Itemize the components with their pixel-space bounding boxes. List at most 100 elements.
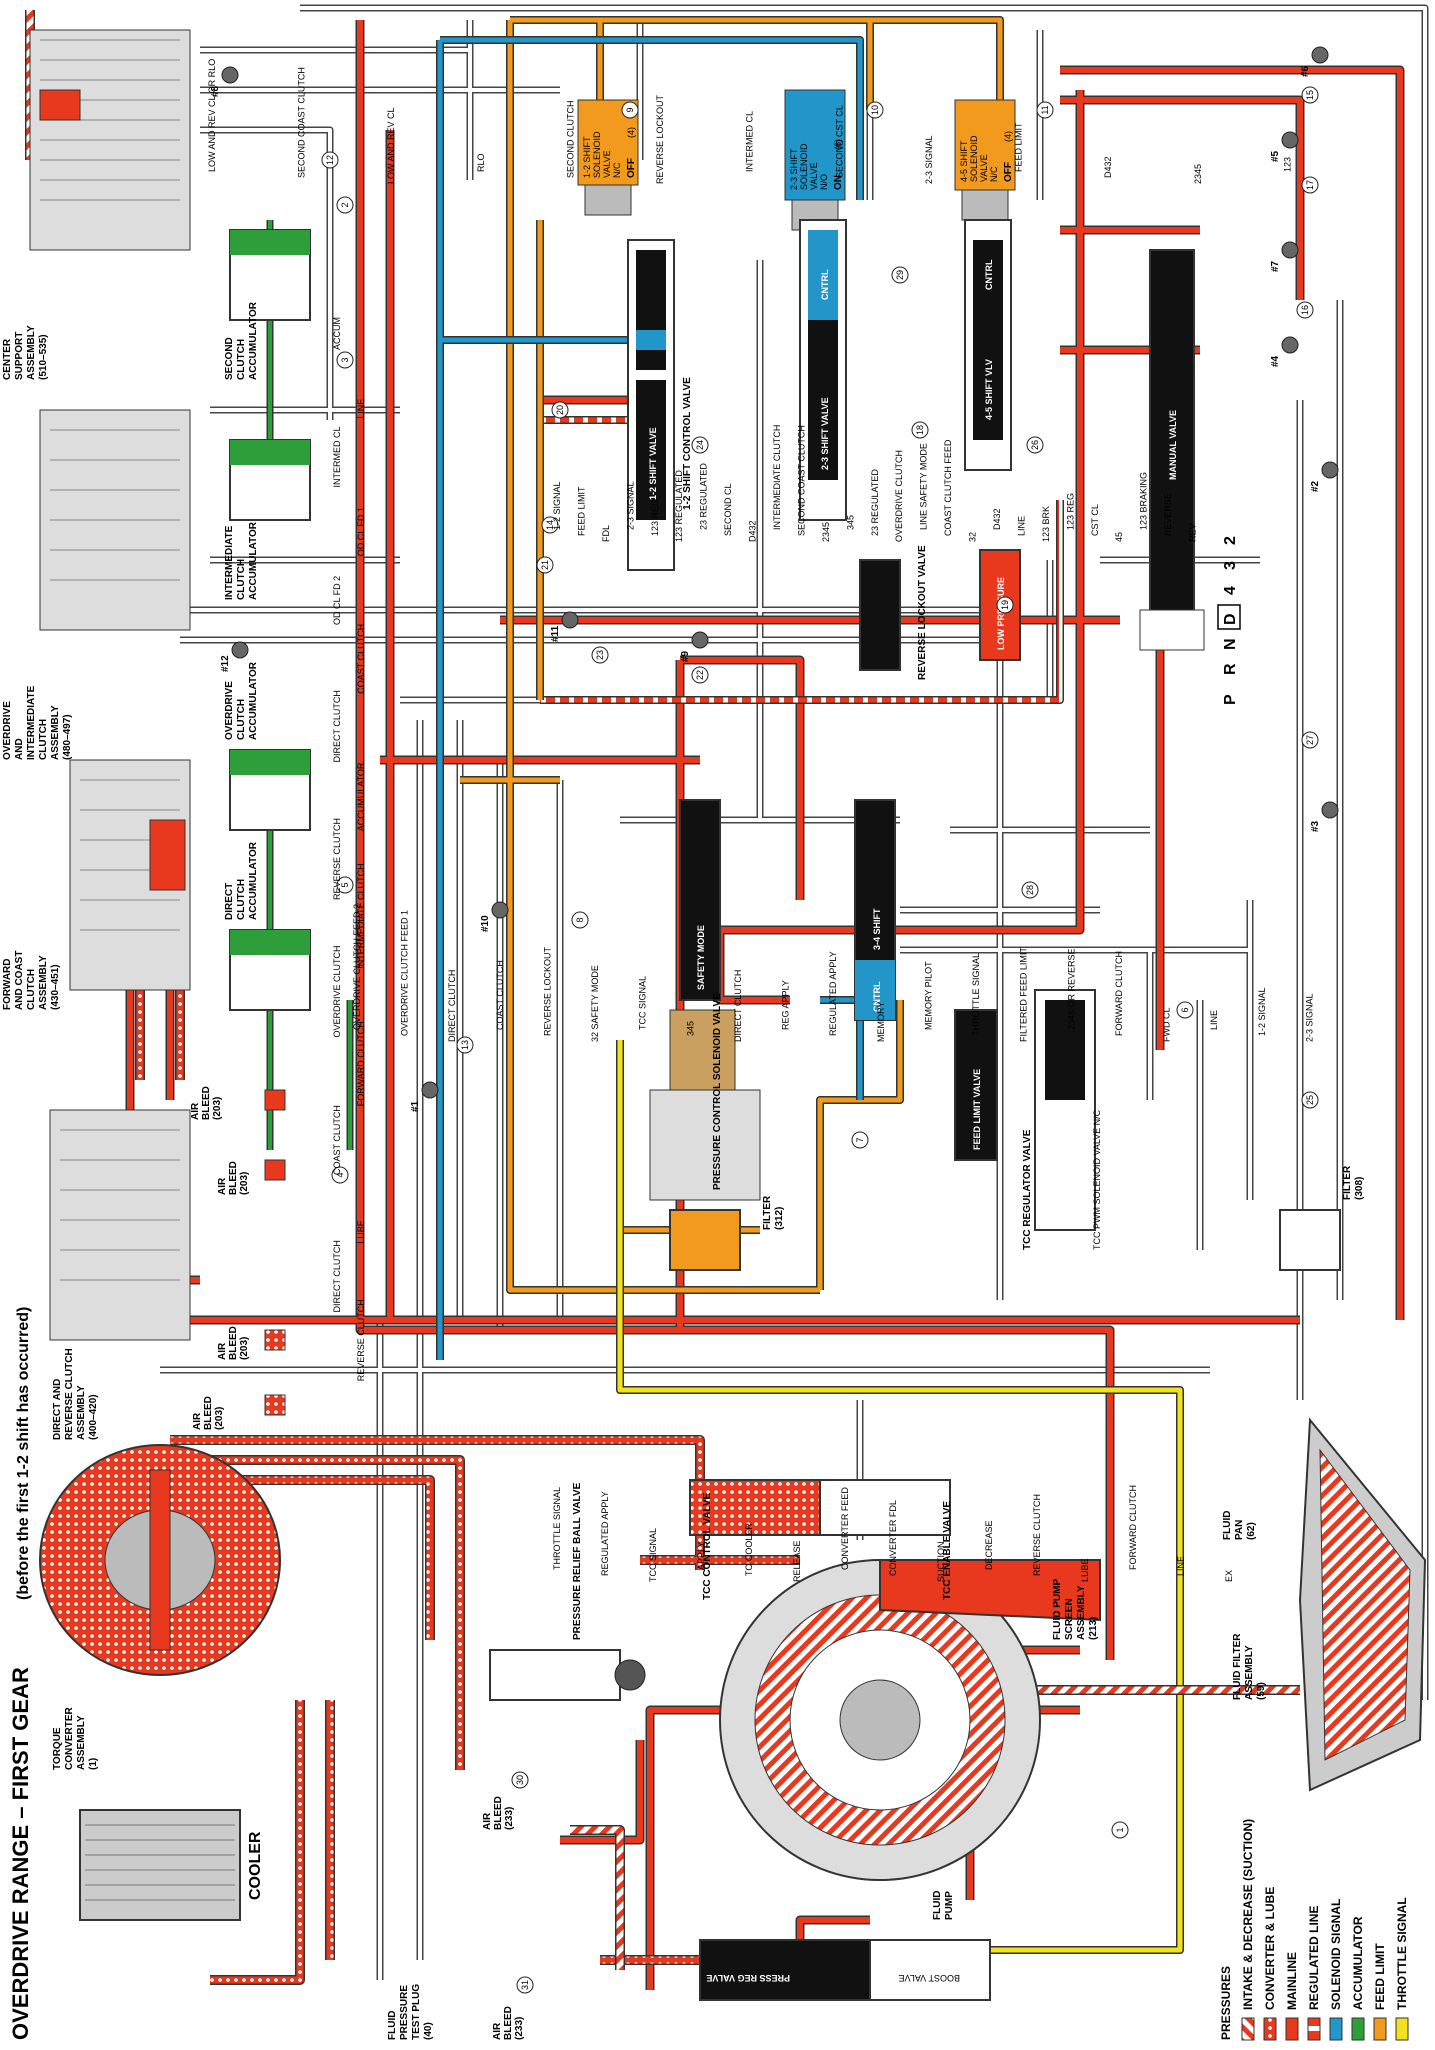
svg-text:FILTER: FILTER <box>762 1195 773 1230</box>
gear-4: 4 <box>1222 586 1239 595</box>
svg-text:AND: AND <box>14 738 25 760</box>
numbered-circle-label: 9 <box>625 107 635 112</box>
svg-text:CLUTCH: CLUTCH <box>26 969 37 1010</box>
passage-label: TO COOLER <box>744 1523 754 1576</box>
passage-label: CST CL <box>1090 504 1100 536</box>
passage-label: 2-3 SIGNAL <box>625 481 635 530</box>
svg-text:CLUTCH: CLUTCH <box>236 339 247 380</box>
passage-label: 2345 <box>1193 164 1203 184</box>
label-34-cntrl: CNTRL <box>872 981 882 1012</box>
numbered-circle <box>456 1036 474 1054</box>
label-low-pressure: LOW PRESSURE <box>996 577 1006 650</box>
svg-text:FLUID FILTER: FLUID FILTER <box>1232 1633 1243 1700</box>
legend-label: SOLENOID SIGNAL <box>1329 1899 1343 2010</box>
svg-text:ACCUMULATOR: ACCUMULATOR <box>248 661 259 740</box>
svg-text:AIR: AIR <box>492 2022 503 2040</box>
svg-text:1-2 SHIFT: 1-2 SHIFT <box>582 136 592 178</box>
diagram-title: OVERDRIVE RANGE – FIRST GEAR <box>8 1667 33 2040</box>
checkball <box>421 1081 439 1099</box>
svg-text:DIRECT: DIRECT <box>224 883 235 920</box>
passage-label: REGULATED APPLY <box>600 1491 610 1576</box>
svg-text:BLEED: BLEED <box>503 2006 514 2040</box>
numbered-circle-label: 17 <box>1305 180 1315 190</box>
passage-label: REVERSE CLUTCH <box>356 1299 366 1381</box>
legend-label: INTAKE & DECREASE (SUCTION) <box>1241 1819 1255 2010</box>
numbered-circle-label: 11 <box>1040 105 1050 114</box>
svg-text:PRESSURE: PRESSURE <box>399 1985 410 2040</box>
svg-text:(203): (203) <box>212 1097 223 1120</box>
gear-d-box <box>1217 604 1241 630</box>
feed-limit-valve-body <box>954 1009 998 1161</box>
legend-item: REGULATED LINE <box>1307 1906 1321 2041</box>
cooler-graphic <box>79 1809 241 1921</box>
svg-text:FLUID: FLUID <box>1222 1511 1233 1540</box>
numbered-circle <box>996 596 1014 614</box>
numbered-circle <box>691 436 709 454</box>
checkball-label: #7 <box>1270 260 1281 272</box>
svg-text:BLEED: BLEED <box>201 1086 212 1120</box>
checkball <box>1321 801 1339 819</box>
gear-selector: P R N D 4 3 2 <box>1217 536 1241 705</box>
svg-text:TORQUE: TORQUE <box>52 1727 63 1770</box>
svg-text:FORWARD: FORWARD <box>2 959 13 1010</box>
svg-text:N/O: N/O <box>819 174 829 190</box>
numbered-circle-label: 13 <box>460 1040 470 1050</box>
numbered-circle-label: 22 <box>695 670 705 680</box>
gear-3: 3 <box>1222 561 1239 570</box>
numbered-circle <box>331 1166 349 1184</box>
svg-text:FLUID: FLUID <box>387 2011 398 2040</box>
svg-text:(40): (40) <box>423 2022 434 2040</box>
numbered-circle <box>536 556 554 574</box>
numbered-circle <box>1026 436 1044 454</box>
passage-label: LUBE <box>356 1220 366 1244</box>
numbered-circle-label: 18 <box>915 425 925 435</box>
passage-label: SECOND COAST CLUTCH <box>796 425 806 536</box>
passage-label: COAST CLUTCH FEED <box>943 439 953 536</box>
svg-text:BLEED: BLEED <box>228 1161 239 1195</box>
checkball-label: #4 <box>1270 355 1281 367</box>
reverse-lockout-body <box>859 559 901 671</box>
svg-text:ASSEMBLY: ASSEMBLY <box>76 1715 87 1770</box>
svg-text:ASSEMBLY: ASSEMBLY <box>76 1385 87 1440</box>
svg-text:VALVE: VALVE <box>602 150 612 178</box>
svg-text:(4): (4) <box>626 127 636 138</box>
passage-label: 45 <box>1114 532 1124 542</box>
passage-label: 2345 OR REVERSE <box>1066 948 1076 1030</box>
svg-text:INTERMEDIATE: INTERMEDIATE <box>26 685 37 760</box>
numbered-circle-label: 28 <box>1025 885 1035 895</box>
numbered-circle-label: 21 <box>540 560 550 570</box>
svg-text:COOLER: COOLER <box>247 1831 264 1900</box>
numbered-circle <box>1301 1091 1319 1109</box>
passage-label: MEMORY PILOT <box>923 961 933 1030</box>
svg-text:VALVE: VALVE <box>809 162 819 190</box>
passage-label: 345 <box>845 515 855 530</box>
checkball <box>231 641 249 659</box>
numbered-circle-label: 10 <box>870 105 880 115</box>
checkball-label: #2 <box>1310 480 1321 492</box>
passage-label: SECOND COAST CLUTCH <box>297 67 307 178</box>
svg-text:(6): (6) <box>833 139 843 150</box>
svg-text:(203): (203) <box>239 1172 250 1195</box>
checkball <box>1311 46 1329 64</box>
svg-text:SOLENOID: SOLENOID <box>969 135 979 182</box>
label-tcc-pwm: TCC PWM SOLENOID VALVE N/C <box>1092 1109 1102 1250</box>
filter-label-312: FILTER(312) <box>762 1195 785 1230</box>
legend-item: THROTTLE SIGNAL <box>1395 1897 1409 2041</box>
passage-label: FWD CL <box>1162 1008 1172 1043</box>
gear-2: 2 <box>1222 536 1239 545</box>
svg-text:(233): (233) <box>504 1807 515 1830</box>
passage-label: 123 REG <box>1065 493 1075 530</box>
passage-label: FORWARD CLUTCH <box>1128 1485 1138 1570</box>
numbered-circle <box>866 101 884 119</box>
solenoid-state: OFF <box>1003 162 1014 182</box>
svg-text:ACCUMULATOR: ACCUMULATOR <box>248 301 259 380</box>
svg-text:DIRECT AND: DIRECT AND <box>52 1379 63 1440</box>
valve-34-shift-body <box>854 799 896 1021</box>
checkball-label: #5 <box>1270 150 1281 162</box>
